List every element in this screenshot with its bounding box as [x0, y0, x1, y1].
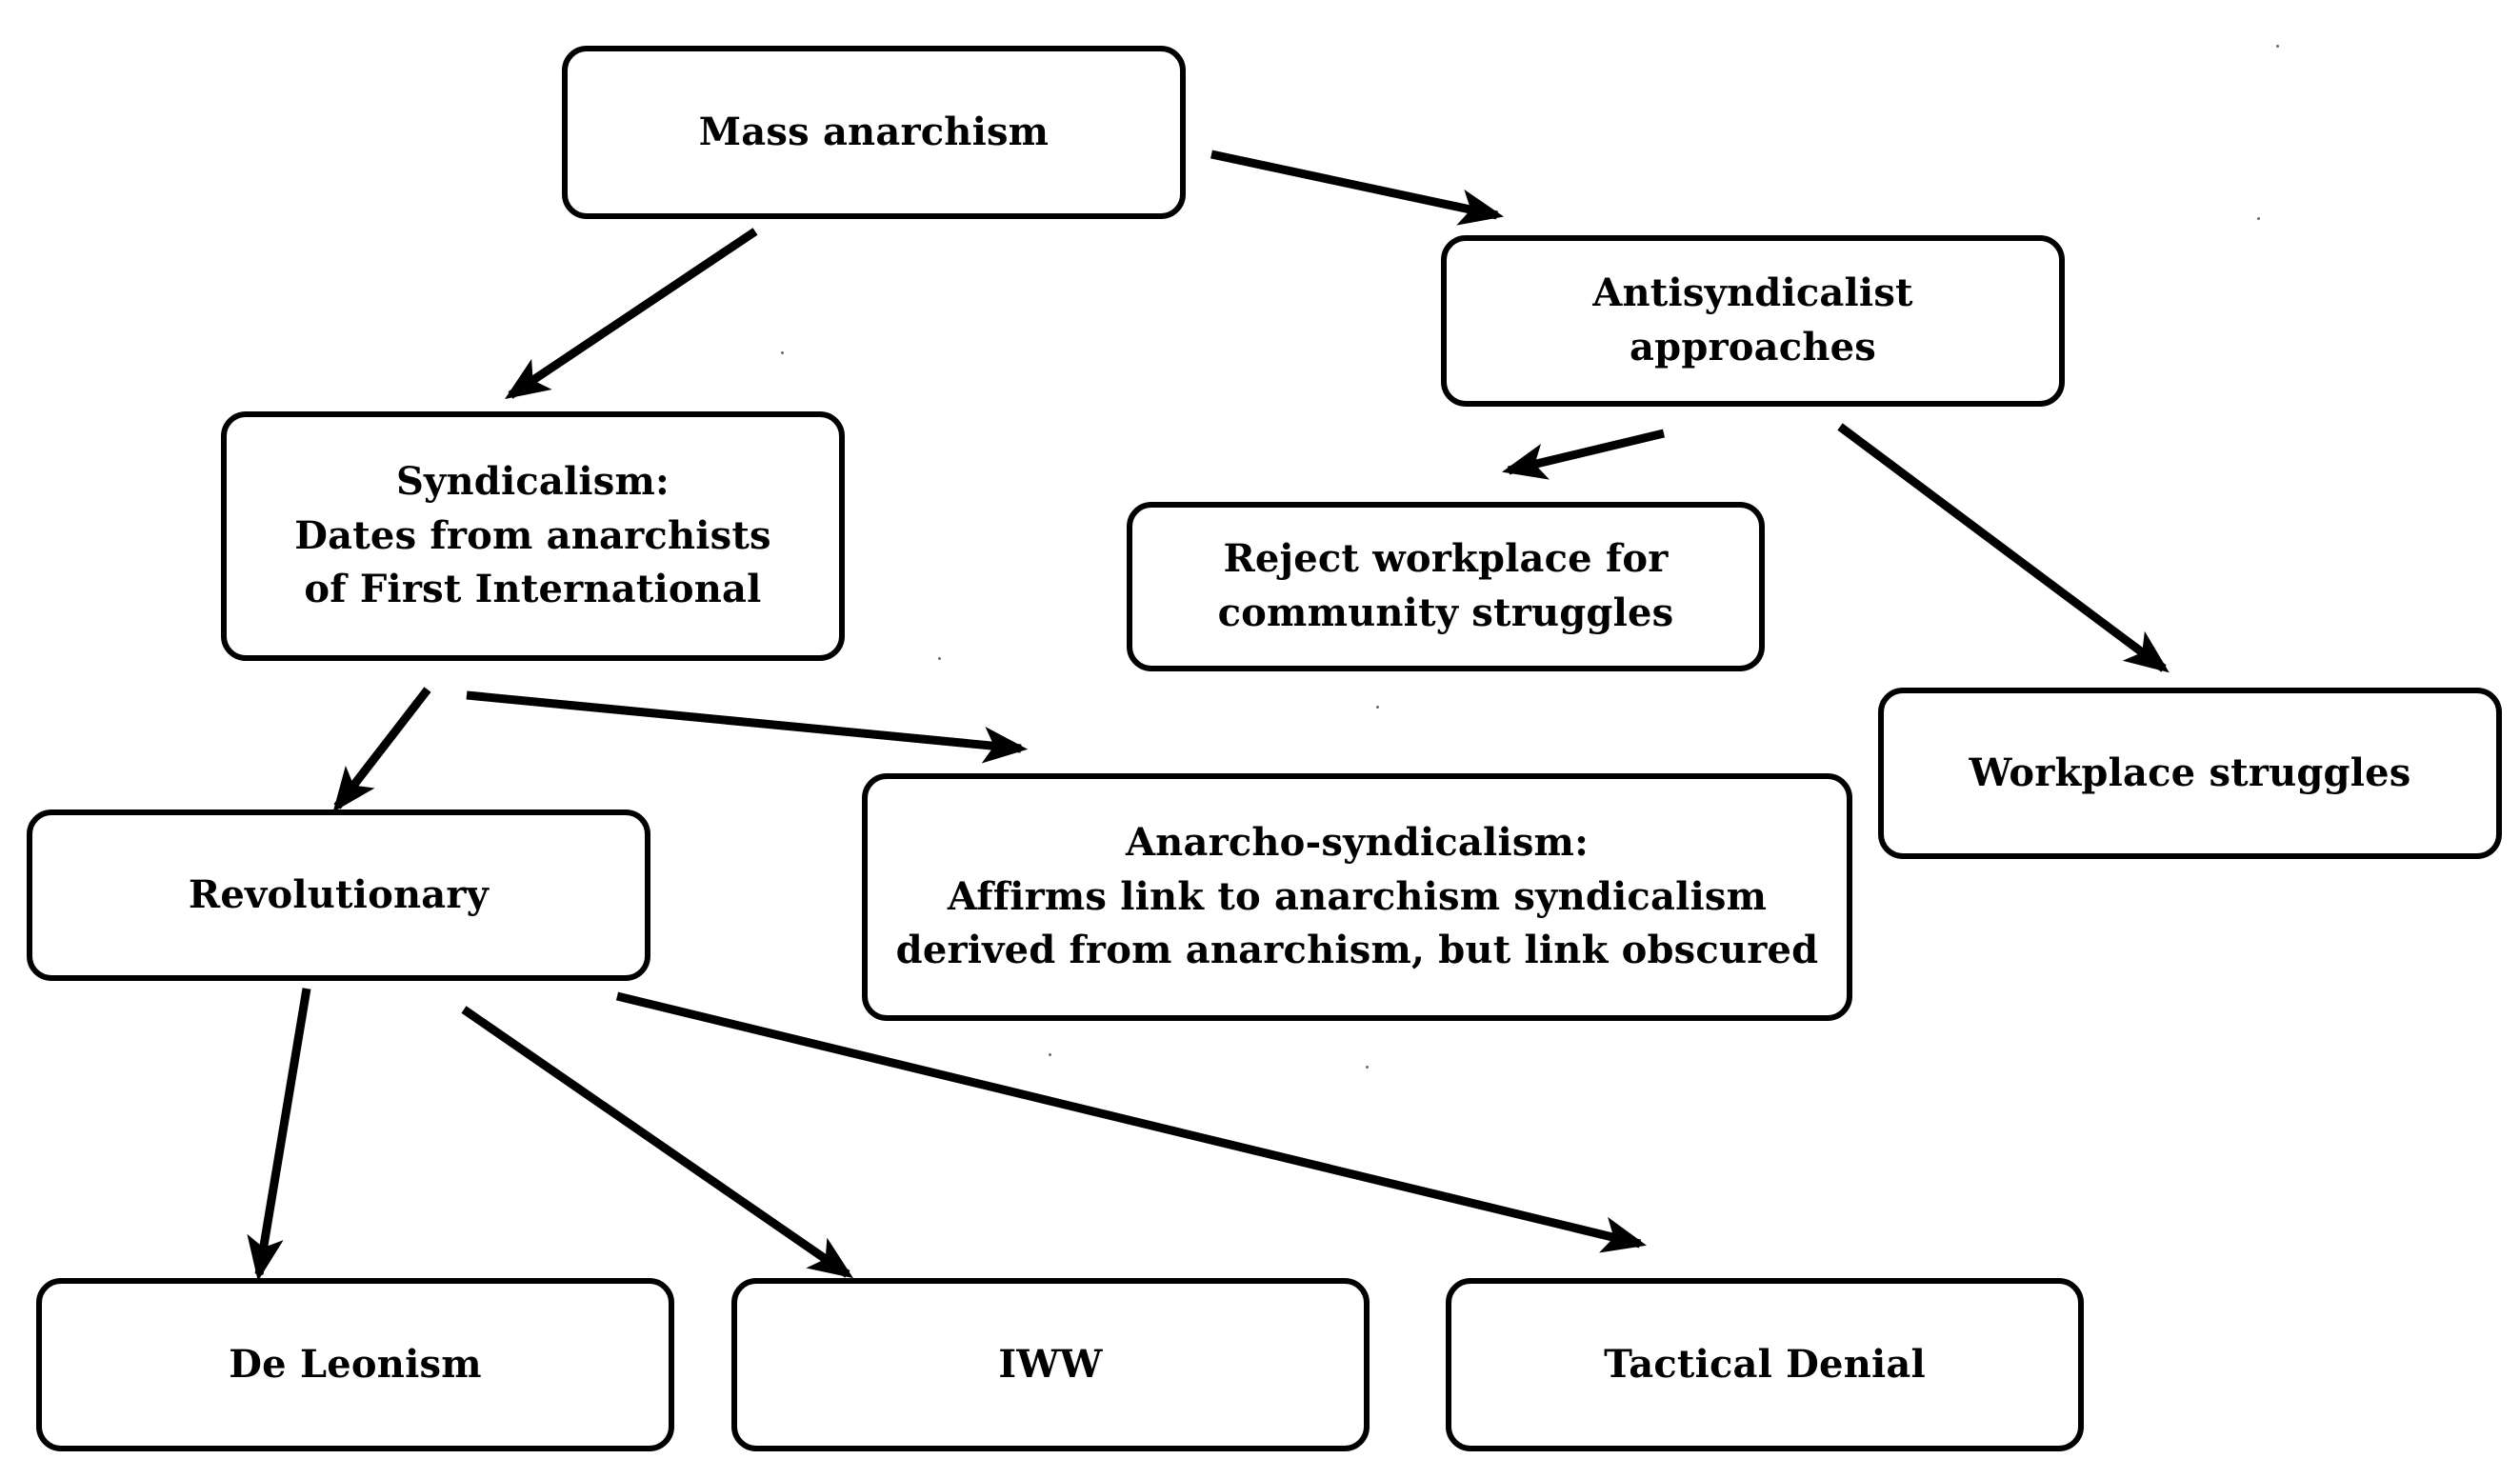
- node-workplace-struggles[interactable]: Workplace struggles: [1878, 688, 2502, 859]
- edge-antisyndicalist-to-workplace-struggles: [1837, 423, 2170, 673]
- scan-speck: [1376, 706, 1379, 709]
- node-reject-workplace[interactable]: Reject workplace for community struggles: [1127, 502, 1765, 671]
- scan-speck: [1366, 1066, 1369, 1069]
- edge-mass-to-syndicalism: [505, 228, 758, 400]
- node-label: De Leonism: [229, 1341, 482, 1387]
- node-label: Antisyndicalist approaches: [1592, 270, 1913, 370]
- edge-mass-to-antisyndicalist: [1210, 150, 1505, 226]
- node-label: Syndicalism: Dates from anarchists of Fi…: [294, 458, 771, 612]
- node-label: Tactical Denial: [1604, 1341, 1926, 1387]
- node-antisyndicalist-approaches[interactable]: Antisyndicalist approaches: [1441, 235, 2065, 407]
- edge-revolutionary-to-de-leonism: [247, 988, 311, 1282]
- edge-syndicalism-to-revolutionary: [332, 687, 431, 812]
- edge-syndicalism-to-anarcho-syndicalism: [466, 690, 1029, 764]
- edge-revolutionary-to-tactical-denial: [615, 991, 1647, 1253]
- scan-speck: [2257, 217, 2260, 220]
- node-iww[interactable]: IWW: [731, 1278, 1370, 1451]
- node-de-leonism[interactable]: De Leonism: [36, 1278, 674, 1451]
- node-syndicalism[interactable]: Syndicalism: Dates from anarchists of Fi…: [221, 411, 845, 661]
- node-label: Reject workplace for community struggles: [1217, 536, 1674, 635]
- node-label: Mass anarchism: [698, 109, 1050, 154]
- node-label: Anarcho-syndicalism: Affirms link to ana…: [895, 819, 1819, 973]
- edge-revolutionary-to-iww: [461, 1006, 853, 1279]
- scan-speck: [781, 351, 784, 354]
- node-label: IWW: [998, 1341, 1103, 1387]
- scan-speck: [2276, 45, 2279, 48]
- node-label: Revolutionary: [188, 871, 490, 917]
- scan-speck: [938, 657, 941, 660]
- scan-speck: [1049, 1053, 1051, 1056]
- node-label: Workplace struggles: [1969, 749, 2411, 795]
- node-anarcho-syndicalism[interactable]: Anarcho-syndicalism: Affirms link to ana…: [862, 773, 1852, 1021]
- edge-antisyndicalist-to-reject-workplace: [1501, 429, 1666, 480]
- node-tactical-denial[interactable]: Tactical Denial: [1446, 1278, 2084, 1451]
- node-revolutionary[interactable]: Revolutionary: [27, 809, 650, 981]
- node-mass-anarchism[interactable]: Mass anarchism: [562, 46, 1186, 219]
